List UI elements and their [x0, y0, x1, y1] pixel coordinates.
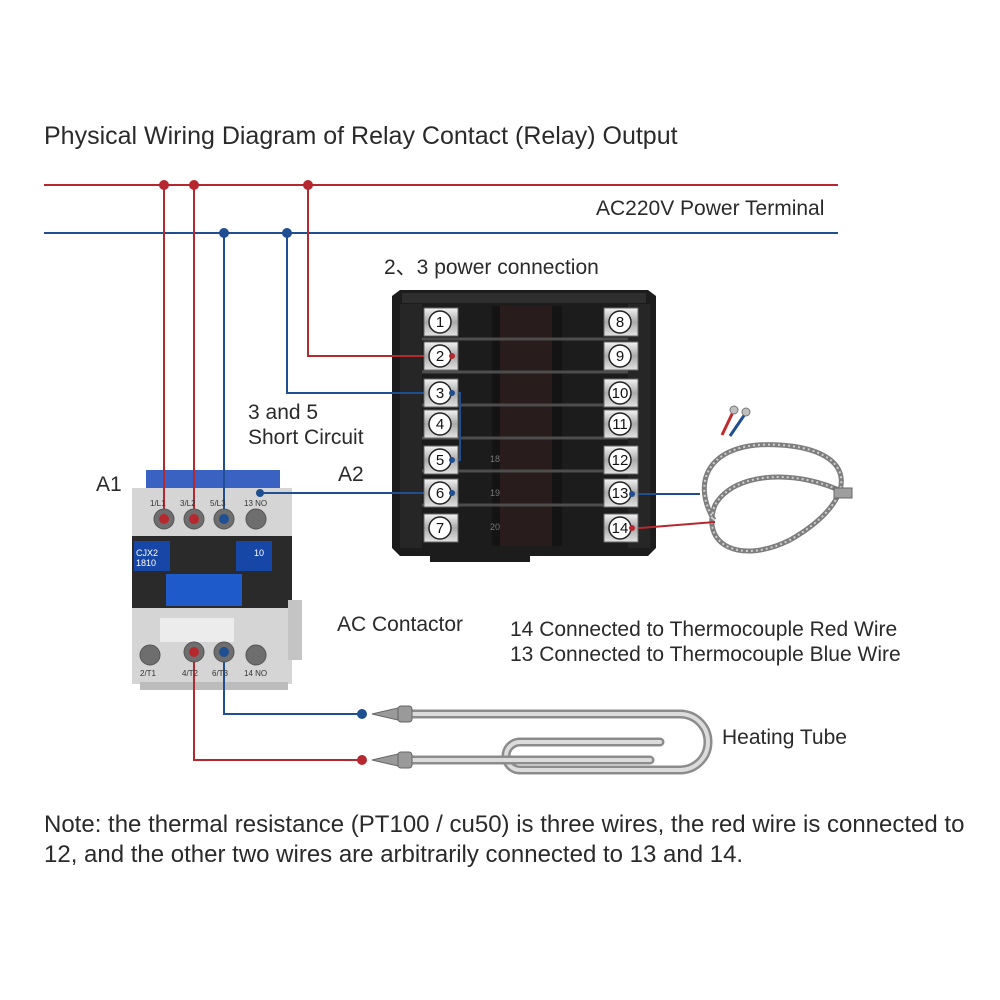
terminal-circle-7 — [428, 516, 452, 540]
thermocouple-red-label: 14 Connected to Thermocouple Red Wire — [510, 618, 898, 641]
contactor-bottom-terminal-label: 6/T3 — [212, 669, 229, 678]
heating-tube-label: Heating Tube — [722, 726, 847, 749]
wire-connection-dot — [449, 490, 455, 496]
contactor-bottom-terminal-label: 2/T1 — [140, 669, 157, 678]
terminal-circle-9 — [608, 344, 632, 368]
ac-contactor-label: AC Contactor — [337, 613, 464, 636]
contactor-model-line2: 1810 — [136, 558, 156, 568]
terminal-circle-11 — [608, 412, 632, 436]
wire-connection-dot — [449, 457, 455, 463]
terminal-circle-4 — [428, 412, 452, 436]
contactor-bottom-terminal-label: 14 NO — [244, 669, 267, 678]
contactor-model-line1: CJX2 — [136, 548, 158, 558]
thermocouple-probe — [701, 405, 853, 554]
wire-connection-dot — [449, 353, 455, 359]
terminal-number-13: 13 — [612, 485, 629, 502]
short-circuit-label: 3 and 5 Short Circuit — [248, 401, 364, 449]
live-junctions — [159, 180, 367, 765]
contactor-wire-dots — [159, 489, 264, 657]
contactor-bottom-screws — [139, 641, 267, 666]
contactor-top-screws — [153, 508, 267, 530]
terminal-number-5: 5 — [436, 452, 444, 469]
terminal-circle-12 — [608, 448, 632, 472]
thermocouple-blue-label: 13 Connected to Thermocouple Blue Wire — [510, 643, 901, 666]
controller-inner-marks: 18 19 20 21 — [490, 454, 500, 532]
contactor-top-terminal-label: 13 NO — [244, 499, 267, 508]
contactor-top-terminal-label: 5/L3 — [210, 499, 226, 508]
terminal-number-9: 9 — [616, 348, 624, 365]
note-text: Note: the thermal resistance (PT100 / cu… — [44, 811, 965, 868]
terminal-number-11: 11 — [612, 416, 628, 433]
power-terminal-label: AC220V Power Terminal — [596, 197, 825, 220]
terminal-number-4: 4 — [436, 416, 444, 433]
wire-connection-dot — [629, 525, 635, 531]
wire-connection-dot — [449, 390, 455, 396]
diagram-title: Physical Wiring Diagram of Relay Contact… — [44, 122, 678, 150]
terminal-circle-8 — [608, 310, 632, 334]
terminal-number-12: 12 — [612, 452, 629, 469]
a2-label: A2 — [338, 463, 364, 486]
terminal-number-1: 1 — [436, 314, 444, 331]
contactor-bottom-terminal-label: 4/T2 — [182, 669, 199, 678]
terminal-number-2: 2 — [436, 348, 444, 365]
terminal-number-8: 8 — [616, 314, 624, 331]
contactor-text: 1/L1 3/L2 5/L3 13 NO CJX2 1810 10 2/T1 4… — [136, 499, 267, 678]
controller-inner-mark: 19 — [490, 488, 500, 498]
contactor-top-terminal-label: 1/L1 — [150, 499, 166, 508]
ac-contactor-body — [132, 470, 302, 690]
wire-connection-dot — [629, 491, 635, 497]
terminal-circle-1 — [428, 310, 452, 334]
terminal-number-6: 6 — [436, 485, 444, 502]
terminal-number-10: 10 — [612, 385, 629, 402]
heating-tube-terminals — [371, 705, 413, 769]
contactor-top-terminal-label: 3/L2 — [180, 499, 196, 508]
controller-inner-mark: 20 — [490, 522, 500, 532]
terminal-number-3: 3 — [436, 385, 444, 402]
terminal-number-14: 14 — [612, 520, 629, 537]
terminal-number-7: 7 — [436, 520, 444, 537]
contactor-aux-mark: 10 — [254, 548, 264, 558]
a1-label: A1 — [96, 473, 122, 496]
neutral-junctions — [219, 228, 367, 719]
heating-tube — [395, 709, 713, 775]
terminal-circle-10 — [608, 381, 632, 405]
power-connection-label: 2、3 power connection — [384, 256, 599, 279]
controller-inner-mark: 18 — [490, 454, 500, 464]
